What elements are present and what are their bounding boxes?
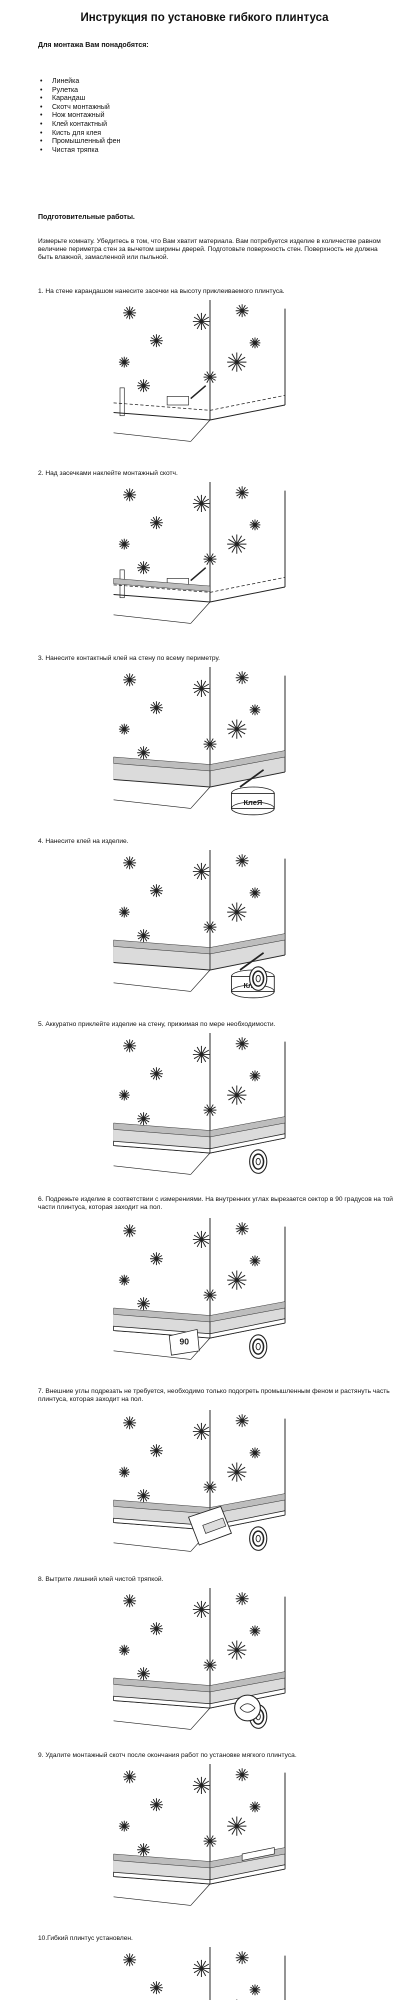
room-line-art: 90 [113, 1218, 286, 1360]
prep-heading: Подготовительные работы. [38, 214, 135, 221]
step-9-text: 9. Удалите монтажный скотч после окончан… [38, 1752, 297, 1759]
step-1-illustration [110, 300, 310, 460]
prep-text: Измерьте комнату. Убедитесь в том, что В… [38, 238, 381, 262]
list-item: Нож монтажный [40, 112, 120, 121]
step-2-text: 2. Над засечками наклейте монтажный скот… [38, 470, 178, 477]
step-10-illustration [110, 1947, 310, 2000]
room-line-art [123, 1947, 286, 2000]
room-line-art [113, 1764, 286, 1906]
step-5-illustration [110, 1033, 310, 1188]
room-line-art: КлеЯ [113, 667, 286, 816]
step-6-illustration: 90 [110, 1218, 310, 1378]
room-line-art [113, 1588, 286, 1730]
room-line-art: КлеЯ [113, 850, 286, 999]
tools-heading: Для монтажа Вам понадобятся: [38, 42, 149, 49]
list-item: Кисть для клея [40, 130, 120, 139]
step-7-text: 7. Внешние углы подрезать не требуется, … [38, 1388, 390, 1404]
step-2-illustration [110, 482, 310, 642]
room-line-art [113, 482, 286, 624]
room-line-art [113, 300, 286, 442]
step-8-illustration [110, 1588, 310, 1746]
tools-list: Линейка Рулетка Карандаш Скотч монтажный… [40, 78, 120, 156]
list-item: Рулетка [40, 87, 120, 96]
step-4-illustration: КлеЯ [110, 850, 310, 1010]
room-line-art [113, 1033, 286, 1175]
svg-text:90: 90 [180, 1336, 190, 1346]
step-10-text: 10.Гибкий плинтус установлен. [38, 1935, 133, 1942]
list-item: Карандаш [40, 95, 120, 104]
document-title: Инструкция по установке гибкого плинтуса [80, 12, 329, 24]
svg-text:КлеЯ: КлеЯ [243, 798, 262, 807]
room-line-art [113, 1410, 286, 1552]
step-4-text: 4. Нанесите клей на изделие. [38, 838, 129, 845]
step-1-text: 1. На стене карандашом нанесите засечки … [38, 288, 285, 295]
list-item: Клей контактный [40, 121, 120, 130]
step-3-illustration: КлеЯ [110, 667, 310, 827]
list-item: Линейка [40, 78, 120, 87]
step-8-text: 8. Вытрите лишний клей чистой тряпкой. [38, 1576, 164, 1583]
step-7-illustration [110, 1410, 310, 1572]
list-item: Чистая тряпка [40, 147, 120, 156]
step-6-text: 6. Подрежьте изделие в соответствии с из… [38, 1196, 393, 1212]
step-3-text: 3. Нанесите контактный клей на стену по … [38, 655, 220, 662]
step-5-text: 5. Аккуратно приклейте изделие на стену,… [38, 1021, 276, 1028]
list-item: Промышленный фен [40, 138, 120, 147]
list-item: Скотч монтажный [40, 104, 120, 113]
step-9-illustration [110, 1764, 310, 1924]
